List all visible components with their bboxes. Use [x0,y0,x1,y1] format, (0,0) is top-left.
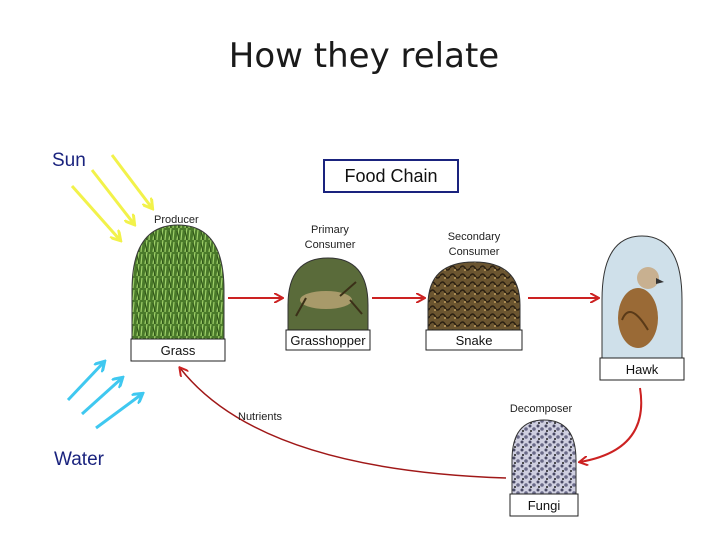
snake-image [427,261,521,331]
secondary-role-line2: Consumer [449,246,500,258]
hawk-icon [618,267,664,348]
food-chain-box [323,159,459,193]
slide-title: How they relate [228,36,500,76]
water-arrows-icon [66,362,142,430]
grasshopper-icon [295,281,363,317]
grass-label-box [130,338,226,362]
grass-image [131,224,225,341]
decomposer-role-label: Decomposer [510,403,573,415]
secondary-role-line1: Secondary [448,231,501,243]
sun-label: Sun [52,150,86,171]
hawk-label-box [599,357,685,381]
fungi-image [511,419,577,497]
producer-role-label: Producer [154,214,199,226]
grasshopper-label-box [285,329,371,351]
fungi-label-box [509,493,579,517]
nutrients-arrow [180,368,507,479]
fungi-label: Fungi [528,498,561,513]
water-label: Water [54,449,105,470]
grasshopper-label: Grasshopper [290,333,366,348]
snake-label: Snake [456,333,493,348]
arrow-hawk-to-fungi [580,387,643,462]
grass-label: Grass [161,343,196,358]
hawk-label: Hawk [626,362,659,377]
food-chain-label: Food Chain [344,166,437,186]
primary-role-line1: Primary [311,224,349,236]
snake-label-box [425,329,523,351]
nutrients-label: Nutrients [238,411,283,423]
sun-rays-icon [70,154,152,240]
primary-role-line2: Consumer [305,239,356,251]
